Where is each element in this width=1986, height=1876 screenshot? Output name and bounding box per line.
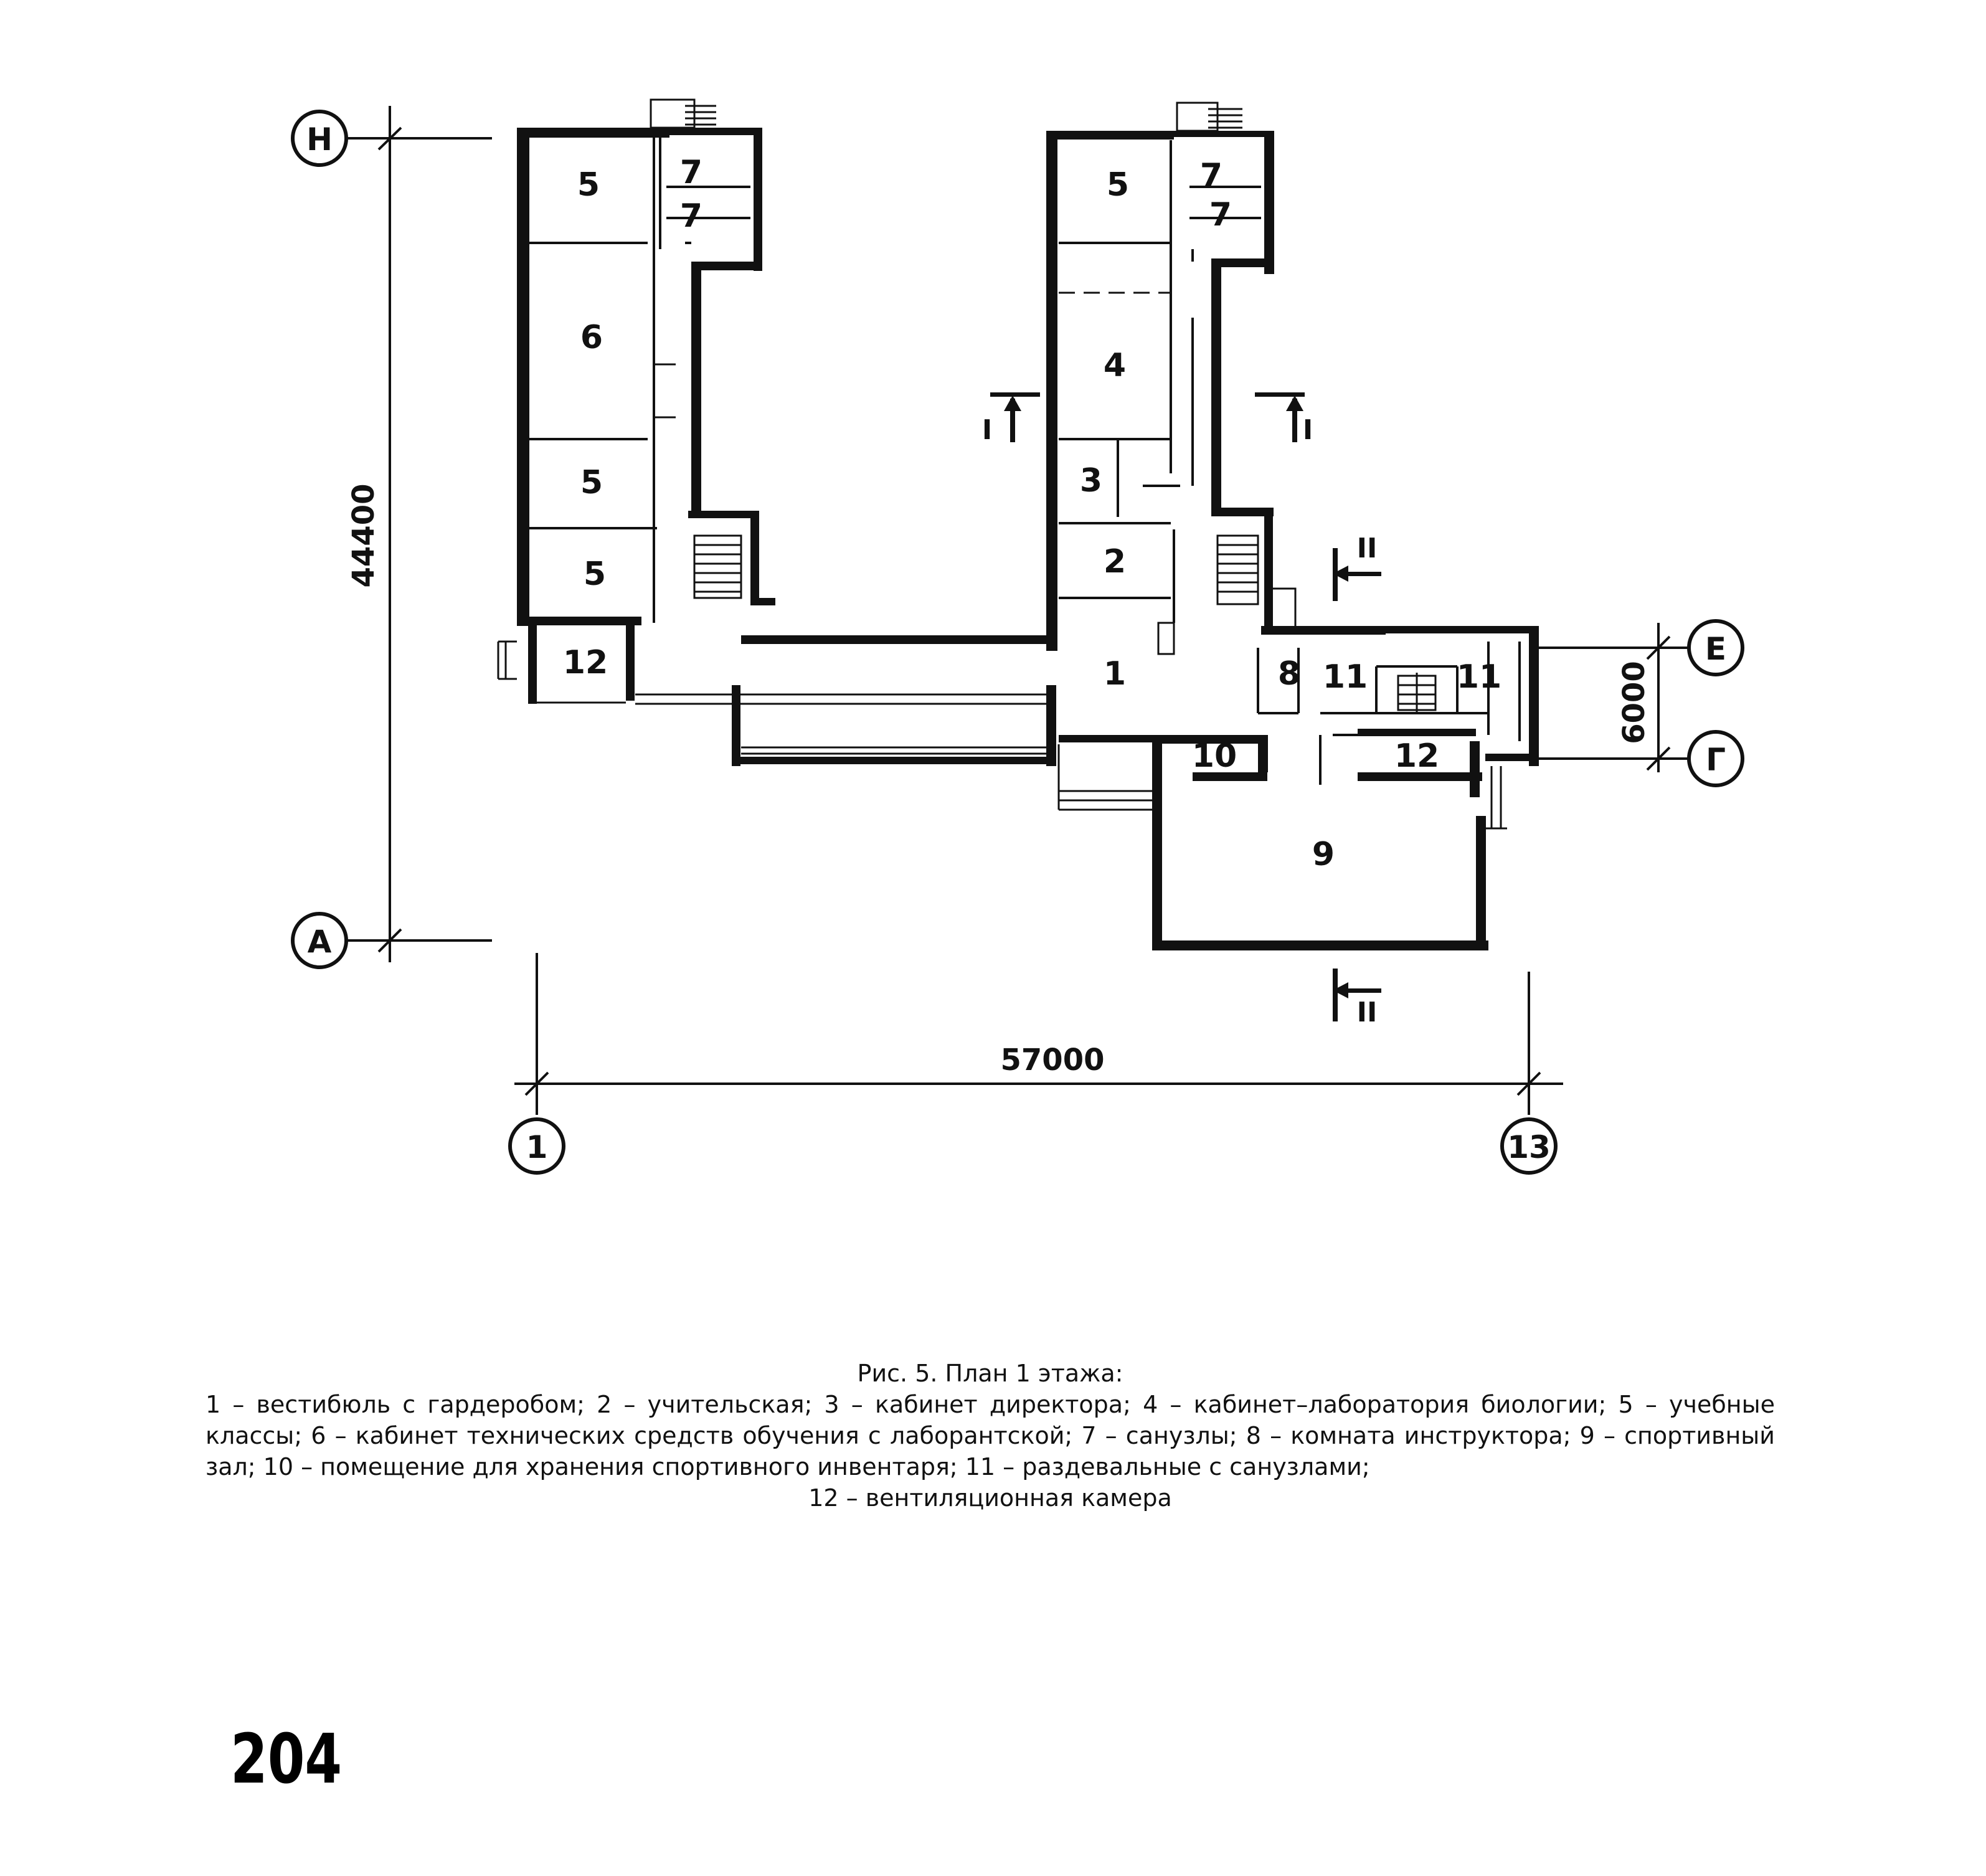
section-mark-2-bottom: II <box>1333 969 1381 1028</box>
axis-bubble-1: 1 <box>508 1117 565 1175</box>
left-wing-partitions <box>497 98 1052 755</box>
axis-label-a: А <box>308 924 332 960</box>
room-4: 4 <box>1104 347 1126 384</box>
room-8: 8 <box>1278 655 1300 693</box>
room-10: 10 <box>1192 737 1237 775</box>
caption-title: Рис. 5. План 1 этажа: <box>857 1360 1123 1387</box>
room-11-right: 11 <box>1457 658 1501 696</box>
room-5-left-middle: 5 <box>580 464 603 501</box>
room-7-center-bottom: 7 <box>1209 196 1232 234</box>
dimension-lines <box>349 106 1681 1115</box>
axis-bubble-n: Н <box>291 110 386 167</box>
dimension-bay: 6000 <box>1617 661 1652 744</box>
room-5-center: 5 <box>1107 166 1129 204</box>
room-11-left: 11 <box>1323 658 1368 696</box>
axis-label-1: 1 <box>526 1129 548 1165</box>
section-label-2-bottom: II <box>1357 997 1378 1028</box>
dimension-height: 44400 <box>346 484 381 588</box>
room-1: 1 <box>1104 655 1126 693</box>
room-7-left-bottom: 7 <box>680 197 702 235</box>
caption-last-line: 12 – вентиляционная камера <box>808 1484 1172 1512</box>
axis-bubble-g: Г <box>1662 730 1744 787</box>
room-7-center-top: 7 <box>1200 157 1222 194</box>
axis-label-e: Е <box>1705 631 1726 667</box>
room-7-left-top: 7 <box>680 154 702 191</box>
dimension-width: 57000 <box>1001 1043 1105 1078</box>
axis-label-n: Н <box>306 121 333 158</box>
axis-bubble-13: 13 <box>1500 1117 1558 1175</box>
room-3: 3 <box>1080 462 1102 500</box>
axis-bubble-a: А <box>291 912 386 969</box>
section-mark-2-top: II <box>1333 533 1381 601</box>
room-5-left-bottom: 5 <box>584 556 606 593</box>
page-number: 204 <box>230 1719 343 1799</box>
room-6: 6 <box>580 319 603 356</box>
section-label-2-top: II <box>1357 533 1378 564</box>
center-wing-walls <box>1046 131 1539 950</box>
axis-label-13: 13 <box>1507 1129 1551 1165</box>
floor-plan: Н А Е Г 1 13 44400 57000 6000 <box>291 98 1744 1175</box>
section-label-1-right: I <box>1303 414 1313 446</box>
room-5-top-left: 5 <box>577 166 600 204</box>
section-mark-1-left: I <box>982 392 1040 446</box>
axis-label-g: Г <box>1706 742 1726 778</box>
section-mark-1-right: I <box>1255 392 1313 446</box>
left-wing-walls <box>517 128 1056 766</box>
section-label-1-left: I <box>982 414 992 446</box>
room-12-right: 12 <box>1394 737 1439 775</box>
axis-bubble-e: Е <box>1662 619 1744 676</box>
room-12-left: 12 <box>563 644 608 681</box>
room-2: 2 <box>1104 543 1126 580</box>
room-9: 9 <box>1312 836 1335 873</box>
figure-caption: Рис. 5. План 1 этажа: 1 – вестибюль с га… <box>206 1358 1775 1514</box>
caption-body: 1 – вестибюль с гардеробом; 2 – учительс… <box>206 1391 1775 1480</box>
center-wing-partitions <box>1057 102 1521 830</box>
